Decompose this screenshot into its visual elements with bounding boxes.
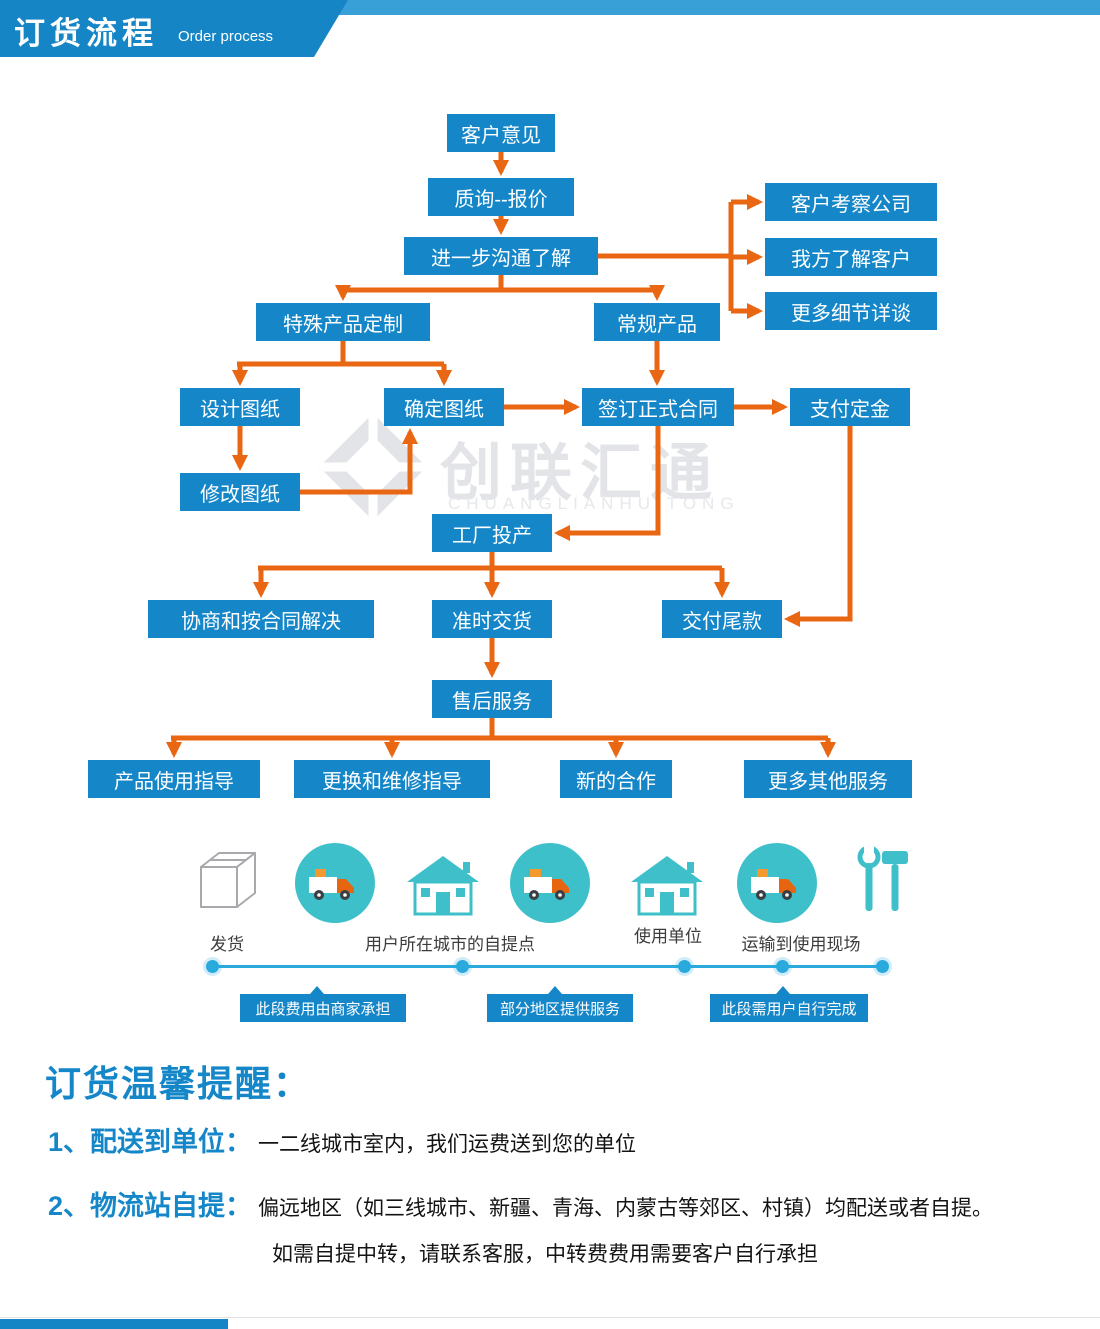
flow-node-further-communication: 进一步沟通了解: [404, 237, 598, 275]
header-banner: 订货流程 Order process: [0, 0, 348, 57]
logistics-label-transport-to-site: 运输到使用现场: [741, 935, 861, 954]
tools-icon: [857, 843, 908, 911]
ribbon-seller-pays: 此段费用由商家承担: [240, 986, 406, 1022]
note-number: 1、: [48, 1127, 91, 1157]
flow-node-product-usage-guide: 产品使用指导: [88, 760, 260, 798]
logistics-label-shipping: 发货: [210, 935, 244, 954]
ribbon-partial-service: 部分地区提供服务: [487, 986, 633, 1022]
footer-divider: [0, 1317, 1100, 1318]
house-icon: [407, 856, 479, 916]
timeline-dot: [456, 960, 469, 973]
package-box-icon: [200, 852, 256, 908]
watermark-subtext: CHUANGLIANHUITONG: [448, 494, 740, 513]
ribbon-user-completes: 此段需用户自行完成: [710, 986, 868, 1022]
flow-node-factory-production: 工厂投产: [432, 514, 552, 552]
flow-node-sign-contract: 签订正式合同: [582, 388, 734, 426]
flow-node-client-visit-company: 客户考察公司: [765, 183, 937, 221]
pinwheel-diamond-icon: [319, 413, 427, 521]
flow-node-inquiry-quote: 质询--报价: [428, 178, 574, 216]
note-label: 物流站自提：: [90, 1191, 253, 1221]
flow-node-custom-product: 特殊产品定制: [256, 303, 430, 341]
note-label: 配送到单位：: [90, 1127, 253, 1157]
flow-node-on-time-delivery: 准时交货: [432, 600, 552, 638]
note-item-pickup: 2、 物流站自提： 偏远地区（如三线城市、新疆、青海、内蒙古等郊区、村镇）均配送…: [48, 1184, 993, 1223]
flow-node-more-other-services: 更多其他服务: [744, 760, 912, 798]
page-title: 订货流程: [14, 16, 158, 51]
note-desc-continued: 如需自提中转，请联系客服，中转费费用需要客户自行承担: [272, 1243, 818, 1266]
delivery-truck-icon: [295, 843, 375, 923]
delivery-truck-icon: [737, 843, 817, 923]
flow-node-design-drawing: 设计图纸: [180, 388, 300, 426]
timeline-dot: [678, 960, 691, 973]
flow-node-we-know-client: 我方了解客户: [765, 238, 937, 276]
flow-node-regular-product: 常规产品: [594, 303, 720, 341]
flow-node-replacement-repair-guide: 更换和维修指导: [294, 760, 490, 798]
house-icon: [631, 856, 703, 916]
note-item-delivery: 1、 配送到单位： 一二线城市室内，我们运费送到您的单位: [48, 1120, 636, 1159]
flow-node-confirm-drawing: 确定图纸: [384, 388, 504, 426]
brand-watermark: 创联汇通 CHUANGLIANHUITONG: [318, 408, 798, 538]
ribbon-label: 部分地区提供服务: [499, 1000, 620, 1018]
flow-node-pay-deposit: 支付定金: [790, 388, 910, 426]
flow-node-customer-feedback: 客户意见: [447, 114, 555, 152]
ribbon-label: 此段费用由商家承担: [255, 1000, 391, 1018]
timeline-dot: [776, 960, 789, 973]
header-ribbon: [246, 0, 1100, 15]
flow-node-pay-balance: 交付尾款: [662, 600, 782, 638]
note-desc: 一二线城市室内，我们运费送到您的单位: [258, 1133, 637, 1156]
flow-node-modify-drawing: 修改图纸: [180, 473, 300, 511]
timeline-line: [212, 965, 882, 968]
timeline-dot: [206, 960, 219, 973]
flow-node-after-sales-service: 售后服务: [432, 680, 552, 718]
timeline-dot: [876, 960, 889, 973]
page-subtitle: Order process: [178, 28, 274, 45]
ribbon-pointer: [776, 986, 791, 994]
footer-bar: [0, 1319, 228, 1329]
logistics-label-using-unit: 使用单位: [634, 927, 702, 946]
note-desc: 偏远地区（如三线城市、新疆、青海、内蒙古等郊区、村镇）均配送或者自提。: [258, 1197, 994, 1220]
note-number: 2、: [48, 1191, 91, 1221]
ribbon-pointer: [309, 986, 324, 994]
ribbon-pointer: [548, 986, 563, 994]
delivery-truck-icon: [510, 843, 590, 923]
ribbon-label: 此段需用户自行完成: [721, 1000, 857, 1018]
logistics-label-pickup-point: 用户所在城市的自提点: [365, 935, 535, 954]
flow-node-more-details-talk: 更多细节详谈: [765, 292, 937, 330]
flow-node-negotiate-per-contract: 协商和按合同解决: [148, 600, 374, 638]
flow-node-new-cooperation: 新的合作: [560, 760, 672, 798]
notes-title: 订货温馨提醒：: [45, 1063, 312, 1104]
